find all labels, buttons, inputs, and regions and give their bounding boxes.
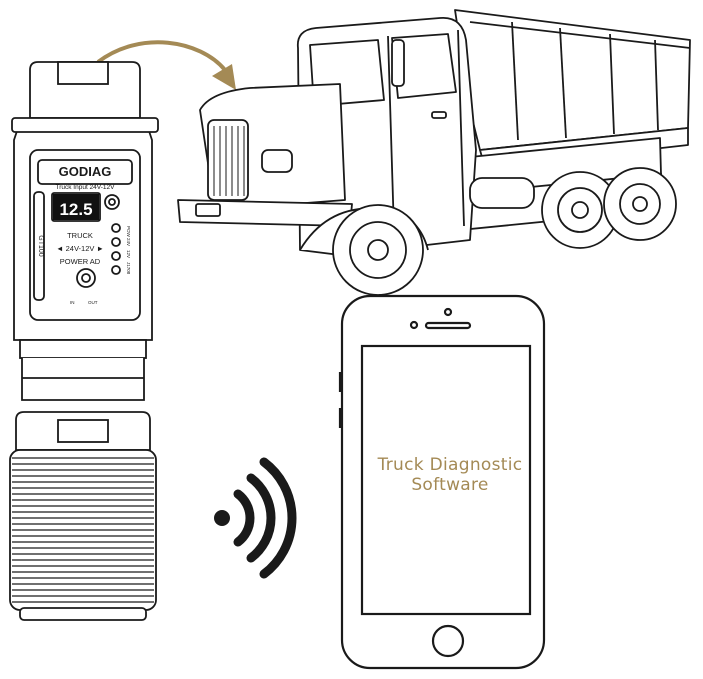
display-screen [53, 194, 99, 220]
device-brand: GODIAG [59, 164, 112, 179]
device-side-label-0: POW [126, 226, 131, 238]
device-power-label: POWER AD [60, 257, 101, 266]
device-side-label-2: 12V [126, 250, 131, 258]
device-display-value: 12.5 [59, 200, 92, 219]
smartphone-icon [338, 294, 546, 670]
phone-line-1: Truck Diagnostic [377, 455, 523, 475]
wireless-signal-icon [214, 457, 297, 579]
phone-line-2: Software [411, 475, 489, 495]
curved-arrow-icon [96, 40, 236, 90]
dump-truck-icon [177, 9, 691, 296]
device-port-in: IN [70, 300, 75, 305]
cable-ribs [12, 457, 154, 603]
device-input-label: Truck Input 24V-12V [55, 184, 115, 191]
device-side-label-3: J1708 [126, 262, 131, 275]
obd-cable-icon [9, 411, 157, 621]
device-model: GT100 [37, 235, 44, 257]
phone-screen-text: Truck Diagnostic Software [365, 455, 535, 495]
device-port-out: OUT [88, 300, 98, 305]
device-truck-label: TRUCK [67, 231, 93, 240]
device-voltage-label: ◄ 24V-12V ► [56, 244, 104, 253]
device-side-label-1: 24V [126, 238, 131, 246]
obd-adapter-icon [11, 61, 159, 401]
